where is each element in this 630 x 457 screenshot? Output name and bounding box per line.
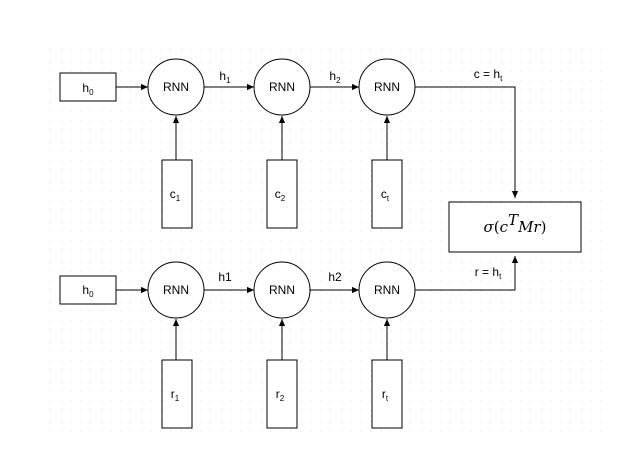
svg-text:RNN: RNN (374, 80, 400, 94)
bottom-start-node[interactable]: h0 (59, 275, 117, 305)
score-node[interactable]: σ(cTMr) (448, 201, 582, 253)
top-edge-label-1: h1 (219, 69, 231, 85)
bottom-input-3[interactable]: rt (371, 359, 403, 429)
top-input-2[interactable]: c2 (266, 159, 298, 229)
bottom-rnn-cell-2[interactable]: RNN (253, 261, 311, 319)
top-output-label: c = ht (474, 67, 503, 83)
bottom-rnn-cell-1[interactable]: RNN (147, 261, 205, 319)
top-rnn-cell-3[interactable]: RNN (358, 58, 416, 116)
top-input-1[interactable]: c1 (161, 159, 193, 229)
svg-text:r1: r1 (171, 387, 180, 403)
top-rnn-cell-2[interactable]: RNN (253, 58, 311, 116)
top-rnn-cell-1[interactable]: RNN (147, 58, 205, 116)
bottom-input-2[interactable]: r2 (266, 359, 298, 429)
svg-text:rt: rt (382, 387, 389, 403)
svg-text:c2: c2 (275, 187, 286, 203)
bottom-input-1[interactable]: r1 (161, 359, 193, 429)
svg-text:RNN: RNN (374, 283, 400, 297)
svg-text:RNN: RNN (163, 80, 189, 94)
edge-top-to-score (415, 86, 519, 198)
svg-text:RNN: RNN (269, 80, 295, 94)
svg-text:ct: ct (381, 187, 390, 203)
svg-text:h0: h0 (82, 283, 94, 299)
top-start-node[interactable]: h0 (59, 72, 117, 102)
edge-bottom-to-score (415, 256, 519, 291)
bottom-row: h0 RNN h1 RNN h2 RNN r = ht r1 r2 (59, 256, 519, 429)
top-row: h0 RNN h1 RNN h2 RNN c = ht c1 (59, 58, 519, 229)
svg-text:c1: c1 (170, 187, 181, 203)
bottom-edge-label-1: h1 (218, 270, 232, 284)
svg-text:r2: r2 (276, 387, 285, 403)
bottom-rnn-cell-3[interactable]: RNN (358, 261, 416, 319)
svg-text:RNN: RNN (163, 283, 189, 297)
svg-text:h0: h0 (82, 81, 94, 97)
top-input-3[interactable]: ct (371, 159, 403, 229)
bottom-edge-label-2: h2 (328, 270, 342, 284)
svg-text:RNN: RNN (269, 283, 295, 297)
bottom-output-label: r = ht (475, 265, 502, 281)
top-edge-label-2: h2 (329, 69, 341, 85)
score-formula: σ(cTMr) (484, 211, 547, 236)
